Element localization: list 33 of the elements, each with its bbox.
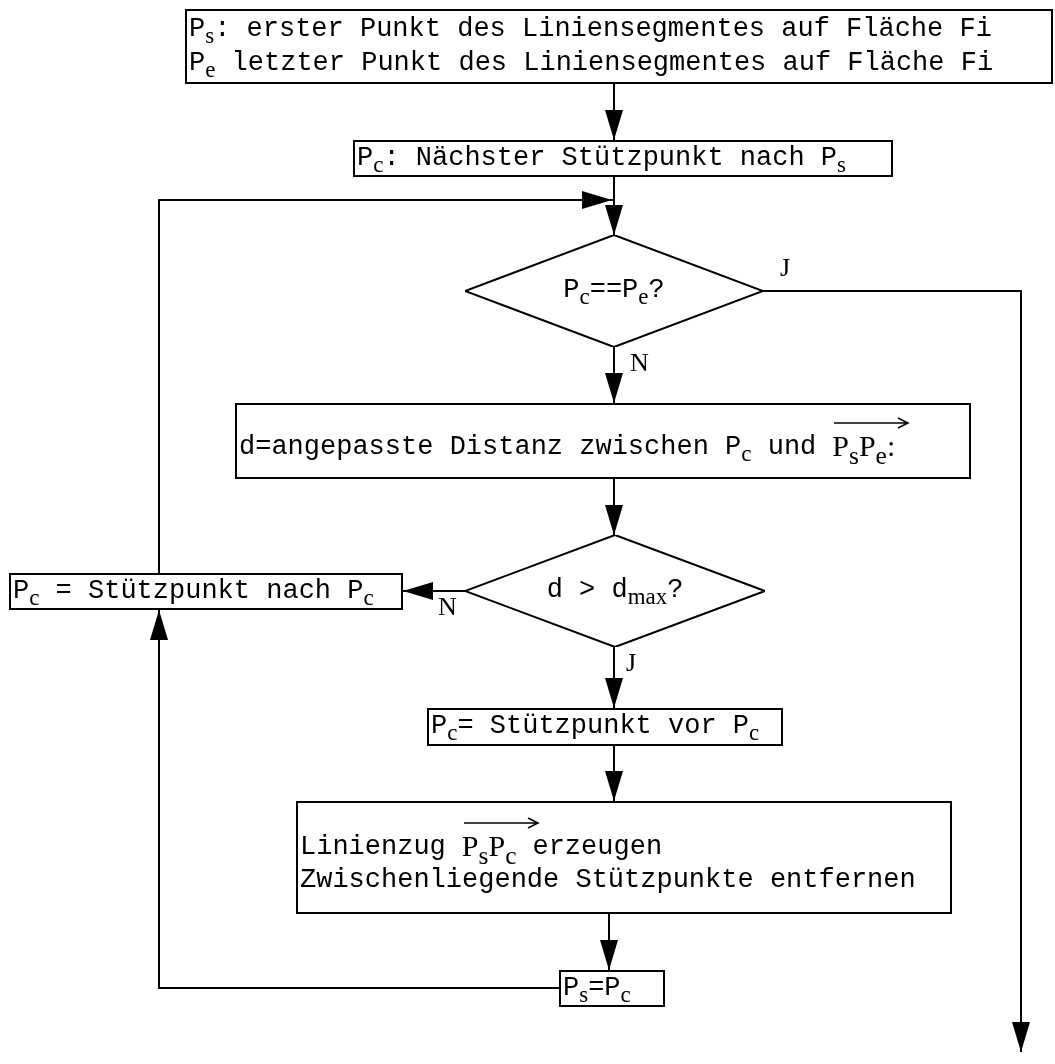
step-text: P$_{c}$= Stützpunkt vor P$_{c}$ xyxy=(431,710,761,744)
step-text: P$_{s}$P$_{c}$ xyxy=(461,828,517,862)
step-text: P$_{s}$: erster Punkt des Liniensegmentes auf Fläche Fi xyxy=(189,12,993,47)
process-box xyxy=(296,801,952,914)
arrow xyxy=(150,609,560,989)
process-box xyxy=(559,970,665,1007)
step-text: erzeugen xyxy=(532,830,663,864)
arrow xyxy=(402,582,466,600)
step-text: P$_{c}$ = Stützpunkt nach P$_{c}$ xyxy=(13,574,375,609)
arrow xyxy=(600,913,618,971)
condition-text: d > d$_{max}$? xyxy=(546,574,684,608)
arrow xyxy=(762,290,1030,1053)
arrow xyxy=(605,346,623,404)
condition-text: P$_{c}$==P$_{e}$? xyxy=(563,274,665,308)
arrow xyxy=(605,646,623,709)
edge-label: N xyxy=(630,350,649,376)
arrow xyxy=(158,191,615,574)
process-box xyxy=(185,9,1053,84)
step-text: P$_{c}$: Nächster Stützpunkt nach P$_{s}$ xyxy=(357,141,847,176)
process-box xyxy=(427,708,783,746)
step-text: P$_{e}$ letzter Punkt des Liniensegmentes auf Fläche Fi xyxy=(189,46,995,81)
edge-label: J xyxy=(626,650,637,676)
arrow xyxy=(605,745,623,802)
step-text: P$_{s}$=P$_{c}$ xyxy=(563,971,632,1006)
edge-label: J xyxy=(780,255,791,281)
arrow xyxy=(605,478,623,536)
step-text: Linienzug xyxy=(300,830,446,864)
arrow xyxy=(605,83,623,141)
edge-label: N xyxy=(438,594,457,620)
step-text: P$_{s}$P$_{e}$: xyxy=(832,429,896,463)
step-text: d=angepasste Distanz zwischen P$_{c}$ und xyxy=(239,431,817,465)
process-box xyxy=(235,403,971,479)
step-text: Zwischenliegende Stützpunkte entfernen xyxy=(300,864,917,898)
